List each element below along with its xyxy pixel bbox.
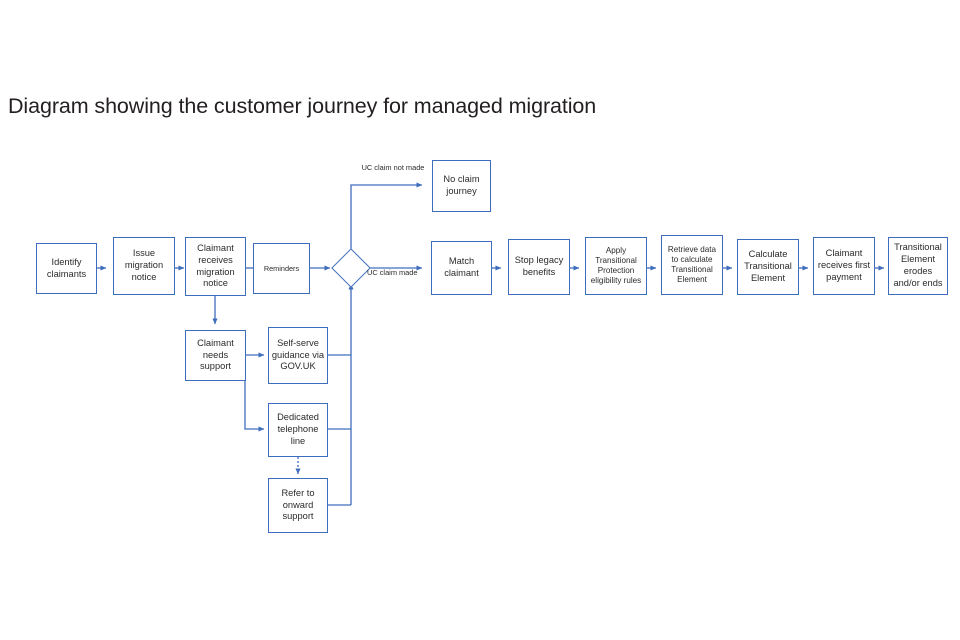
node-label: Transitional Element erodes and/or ends [893, 242, 943, 288]
node-reminders[interactable]: Reminders [253, 243, 310, 294]
node-issue-migration-notice[interactable]: Issue migration notice [113, 237, 175, 295]
node-label: Self-serve guidance via GOV.UK [271, 337, 325, 372]
node-label: Reminders [263, 263, 300, 273]
node-label: Match claimant [444, 256, 479, 278]
node-label: Issue migration notice [124, 248, 164, 282]
node-claimant-needs-support[interactable]: Claimant needs support [185, 330, 246, 381]
node-label: Calculate Transitional Element [744, 249, 792, 283]
edge-label-uc-claim-made: UC claim made [367, 268, 418, 277]
node-label: Refer to onward support [281, 487, 315, 522]
node-dedicated-telephone-line[interactable]: Dedicated telephone line [268, 403, 328, 457]
node-label: No claim journey [443, 174, 480, 196]
node-claimant-receives-first-payment[interactable]: Claimant receives first payment [813, 237, 875, 295]
node-label: Retrieve data to calculate Transitional … [667, 244, 717, 285]
node-label: Stop legacy benefits [514, 255, 564, 277]
node-refer-to-onward-support[interactable]: Refer to onward support [268, 478, 328, 533]
node-retrieve-data[interactable]: Retrieve data to calculate Transitional … [661, 235, 723, 295]
node-label: Dedicated telephone line [277, 412, 319, 446]
node-claimant-receives-migration-notice[interactable]: Claimant receives migration notice [185, 237, 246, 296]
node-label: Claimant receives migration notice [196, 242, 235, 289]
edge-label-uc-claim-not-made: UC claim not made [361, 163, 425, 172]
node-stop-legacy-benefits[interactable]: Stop legacy benefits [508, 239, 570, 295]
node-transitional-element-erodes[interactable]: Transitional Element erodes and/or ends [888, 237, 948, 295]
page-title: Diagram showing the customer journey for… [8, 94, 597, 118]
node-self-serve-guidance[interactable]: Self-serve guidance via GOV.UK [268, 327, 328, 384]
node-label: Identify claimants [46, 256, 87, 279]
node-label: Apply Transitional Protection eligibilit… [590, 245, 642, 286]
node-no-claim-journey[interactable]: No claim journey [432, 160, 491, 212]
node-label: Claimant needs support [197, 337, 234, 372]
node-label: Claimant receives first payment [817, 248, 871, 282]
node-identify-claimants[interactable]: Identify claimants [36, 243, 97, 294]
node-apply-transitional-protection[interactable]: Apply Transitional Protection eligibilit… [585, 237, 647, 295]
node-calculate-transitional-element[interactable]: Calculate Transitional Element [737, 239, 799, 295]
node-match-claimant[interactable]: Match claimant [431, 241, 492, 295]
